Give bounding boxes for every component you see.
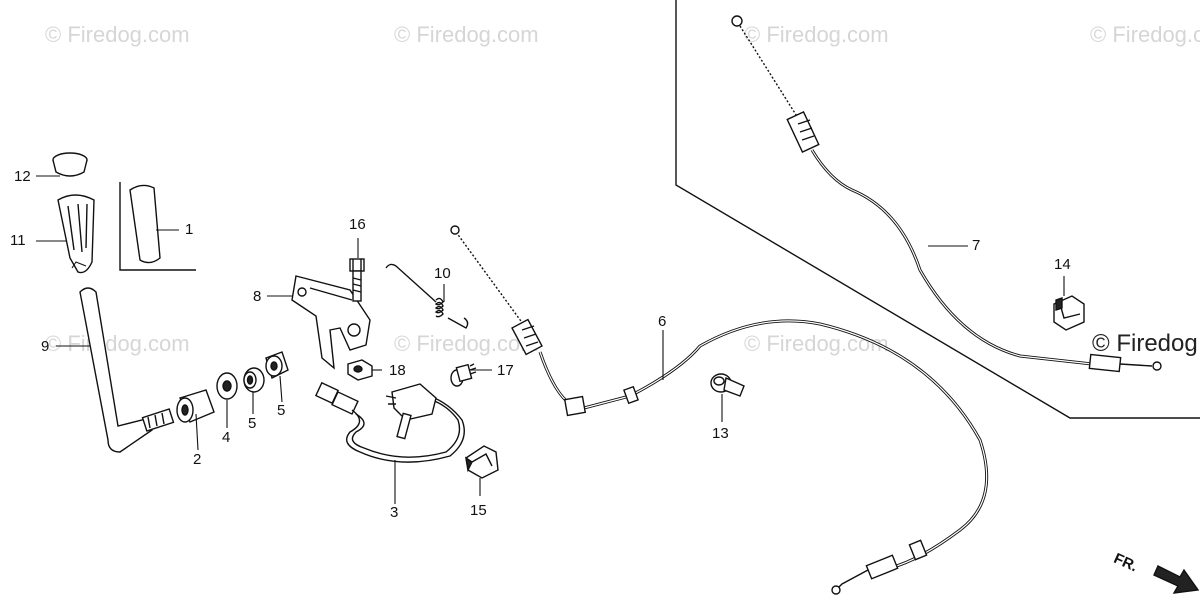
- part-13-clamp: [710, 373, 745, 397]
- callout-1: 1: [185, 221, 194, 238]
- part-5-bushing-b: [265, 351, 289, 379]
- watermark-1: © Firedog.com: [45, 22, 190, 47]
- callout-12: 12: [14, 168, 31, 185]
- watermark-2: © Firedog.com: [394, 22, 539, 47]
- part-7-cable: [731, 15, 1162, 373]
- part-17-screw: [450, 363, 477, 387]
- watermark-3: © Firedog.com: [744, 22, 889, 47]
- part-3-switch: [314, 381, 465, 463]
- part-1-grip: [119, 182, 196, 271]
- callout-14: 14: [1054, 256, 1071, 273]
- callout-5a: 5: [248, 415, 257, 432]
- part-5-bushing-a: [243, 367, 265, 393]
- watermark-corner: © Firedog: [1092, 330, 1198, 357]
- callout-5b: 5: [277, 402, 286, 419]
- part-6-cable: [450, 225, 989, 595]
- callout-7: 7: [972, 237, 981, 254]
- part-2-collar: [176, 389, 215, 423]
- callout-3: 3: [390, 504, 399, 521]
- part-4-washer: [216, 372, 238, 400]
- part-9-lever: [79, 287, 175, 453]
- callout-9: 9: [41, 338, 50, 355]
- watermark-7: © Firedog.com: [744, 331, 889, 356]
- part-10-spring: [385, 263, 469, 329]
- part-11-grip: [57, 194, 95, 274]
- part-8-bracket: [291, 275, 371, 370]
- part-18-nut: [347, 359, 373, 381]
- panel-outline: [675, 0, 1200, 419]
- part-16-bolt: [349, 258, 365, 302]
- part-14-clip: [1053, 295, 1085, 331]
- watermark-5: © Firedog.com: [45, 331, 190, 356]
- callout-11: 11: [10, 232, 26, 249]
- callout-2: 2: [193, 451, 202, 468]
- part-12-cap: [52, 152, 88, 177]
- callout-16: 16: [349, 216, 366, 233]
- callout-18: 18: [389, 362, 406, 379]
- leader-lines: [36, 175, 1065, 504]
- watermark-4: © Firedog.com: [1090, 22, 1200, 47]
- callout-8: 8: [253, 288, 262, 305]
- callout-10: 10: [434, 265, 451, 282]
- callout-15: 15: [470, 502, 487, 519]
- part-15-clip: [465, 445, 499, 479]
- callout-17: 17: [497, 362, 514, 379]
- watermark-6: © Firedog.com: [394, 331, 539, 356]
- callout-6: 6: [658, 313, 667, 330]
- callout-13: 13: [712, 425, 729, 442]
- callout-4: 4: [222, 429, 231, 446]
- front-direction-arrow: [1153, 565, 1200, 594]
